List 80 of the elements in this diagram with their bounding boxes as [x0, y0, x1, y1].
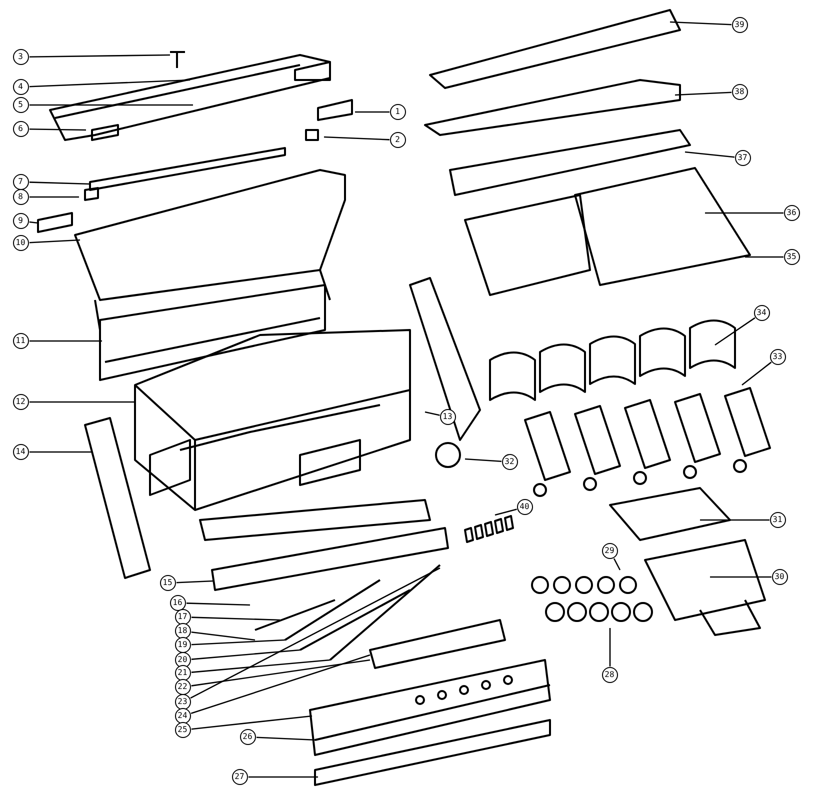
callout-number: 29	[602, 542, 618, 558]
leader-line	[705, 212, 784, 214]
leader-line	[670, 21, 732, 26]
callout-number: 37	[734, 150, 750, 166]
leader-line	[745, 256, 784, 258]
callout-number: 23	[174, 694, 190, 710]
callout-number: 35	[784, 248, 800, 264]
leader-line	[29, 182, 90, 185]
callout-number: 9	[12, 212, 28, 228]
callout-number: 24	[174, 708, 190, 724]
callout-number: 28	[602, 666, 618, 682]
leader-line	[30, 104, 193, 106]
callout-number: 10	[12, 234, 28, 250]
callout-number: 12	[12, 394, 28, 410]
leader-line	[248, 776, 318, 778]
leader-line	[684, 151, 735, 158]
callout-number: 22	[174, 678, 190, 694]
callout-number: 36	[784, 204, 800, 220]
callout-number: 13	[440, 408, 456, 424]
leader-line	[30, 401, 135, 403]
leader-line	[742, 362, 772, 386]
callout-number: 2	[390, 132, 406, 148]
callout-number: 38	[732, 84, 748, 100]
leader-line	[191, 659, 330, 673]
leader-line	[190, 567, 440, 699]
leader-line	[186, 602, 250, 606]
callout-number: 26	[240, 728, 256, 744]
leader-line	[355, 111, 390, 113]
leader-line	[714, 317, 756, 346]
callout-number: 3	[12, 48, 28, 64]
leader-line	[191, 649, 300, 660]
leader-line	[29, 79, 190, 88]
leader-line	[190, 654, 370, 714]
callout-number: 6	[12, 120, 28, 136]
leader-line	[30, 340, 102, 342]
callout-number: 16	[170, 594, 186, 610]
callout-number: 20	[174, 652, 190, 668]
callout-number: 7	[12, 174, 28, 190]
leader-line	[674, 92, 732, 96]
callout-number: 27	[232, 768, 248, 784]
leader-line	[324, 136, 390, 140]
leader-line	[710, 576, 772, 578]
leader-line	[30, 451, 92, 453]
callout-number: 33	[770, 348, 786, 364]
callout-number: 14	[12, 444, 28, 460]
leader-line	[494, 508, 517, 516]
leader-line	[29, 128, 86, 131]
callout-number: 40	[516, 498, 532, 514]
callout-number: 17	[174, 608, 190, 624]
leader-line	[613, 558, 621, 570]
callout-number: 19	[174, 636, 190, 652]
callout-number: 31	[770, 512, 786, 528]
callout-number: 8	[12, 188, 28, 204]
callout-number: 1	[390, 104, 406, 120]
leader-line	[424, 411, 440, 416]
leader-line	[191, 715, 312, 730]
callout-number: 4	[12, 78, 28, 94]
leader-line	[191, 616, 280, 621]
callout-number: 5	[12, 96, 28, 112]
leader-line	[191, 639, 286, 646]
callout-number: 18	[174, 622, 190, 638]
leader-line	[176, 580, 214, 584]
leader-line	[29, 239, 80, 244]
leader-line	[29, 221, 38, 224]
callout-number: 30	[772, 568, 788, 584]
callout-number: 25	[174, 722, 190, 738]
callout-number: 15	[160, 574, 176, 590]
leader-line	[191, 659, 370, 686]
callout-number: 39	[732, 16, 748, 32]
leader-line	[191, 631, 256, 641]
callout-number: 21	[174, 664, 190, 680]
callout-number: 32	[502, 454, 518, 470]
leader-line	[30, 54, 170, 58]
leader-line	[609, 628, 611, 666]
leader-line	[30, 196, 79, 198]
leader-line	[464, 458, 502, 462]
callout-number: 11	[12, 332, 28, 348]
leader-line	[700, 519, 770, 521]
leader-line	[256, 736, 316, 741]
callout-number: 34	[754, 304, 770, 320]
